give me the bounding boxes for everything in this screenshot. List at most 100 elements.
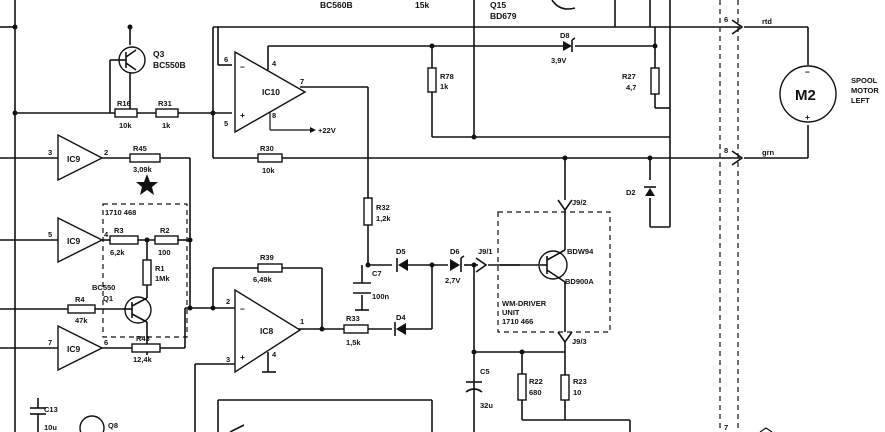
connector-pin8-label: 8 xyxy=(724,146,728,155)
q3-type: BC550B xyxy=(153,60,186,70)
r32-resistor xyxy=(363,197,373,226)
r4-name: R4 xyxy=(75,295,85,304)
ic9c-pin7: 7 xyxy=(48,338,52,347)
q8-name: Q8 xyxy=(108,421,118,430)
q8-transistor xyxy=(79,415,105,432)
wm-driver-box xyxy=(497,211,611,333)
r43-name: R43 xyxy=(136,334,150,343)
r33-name: R33 xyxy=(346,314,360,323)
junction-dots xyxy=(12,24,658,355)
ic10-name: IC10 xyxy=(262,87,280,97)
ic8-opamp xyxy=(234,288,302,374)
r39-name: R39 xyxy=(260,253,274,262)
label-q15-name: Q15 xyxy=(490,0,506,10)
r45-name: R45 xyxy=(133,144,147,153)
r78-resistor xyxy=(427,67,437,93)
motor-minus: − xyxy=(805,67,810,77)
d8-zener xyxy=(563,37,576,52)
c5-name: C5 xyxy=(480,367,490,376)
r4-value: 47k xyxy=(75,316,88,325)
r16-value: 10k xyxy=(119,121,132,130)
r3-resistor xyxy=(109,235,139,245)
star-icon xyxy=(136,174,158,195)
q15-partial-symbol xyxy=(551,0,576,10)
motor-name: M2 xyxy=(795,87,816,104)
bdw94-transistor xyxy=(500,249,568,283)
r31-value: 1k xyxy=(162,121,171,130)
r3-name: R3 xyxy=(114,226,124,235)
d4-name: D4 xyxy=(396,313,406,322)
c5-capacitor xyxy=(465,381,483,393)
d8-value: 3,9V xyxy=(551,56,566,65)
supply-22v: +22V xyxy=(318,126,336,135)
r27-name: R27 xyxy=(622,72,636,81)
r45-resistor xyxy=(129,153,161,163)
r16-resistor xyxy=(114,108,138,118)
bdw-type1: BDW94 xyxy=(567,247,594,256)
r32-name: R32 xyxy=(376,203,390,212)
connector-j9-3-label: J9/3 xyxy=(572,337,587,346)
motor-plus: + xyxy=(805,112,810,122)
r1-value: 1Mk xyxy=(155,274,170,283)
motor-label-spool: SPOOL xyxy=(851,76,878,85)
r1-name: R1 xyxy=(155,264,165,273)
ic8-plus: + xyxy=(240,352,245,362)
q3-transistor xyxy=(109,46,146,113)
wm-driver-line3: 1710 466 xyxy=(502,317,533,326)
r27-value: 4,7 xyxy=(626,83,636,92)
ic8-pin3: 3 xyxy=(226,355,230,364)
ic10-opamp xyxy=(234,50,307,134)
ic9c-name: IC9 xyxy=(67,344,81,354)
wire-grn-label: grn xyxy=(762,148,775,157)
r30-value: 10k xyxy=(262,166,275,175)
r45-value: 3,09k xyxy=(133,165,153,174)
ic10-pin6: 6 xyxy=(224,55,228,64)
unit-1710-468-label: 1710 468 xyxy=(105,208,136,217)
r22-name: R22 xyxy=(529,377,543,386)
ic10-plus: + xyxy=(240,110,245,120)
arrow-22v-icon xyxy=(310,127,316,133)
ic8-pin4: 4 xyxy=(272,350,277,359)
connector-pin7 xyxy=(759,427,773,432)
connector-j9-3 xyxy=(557,331,573,344)
r33-value: 1,5k xyxy=(346,338,361,347)
r43-value: 12,4k xyxy=(133,355,153,364)
q1-transistor xyxy=(122,296,152,324)
c7-name: C7 xyxy=(372,269,382,278)
ic9a-buffer xyxy=(57,133,104,182)
c13-capacitor xyxy=(30,398,46,432)
connector-pin6-label: 6 xyxy=(724,15,728,24)
r4-resistor xyxy=(67,304,96,314)
d2-name: D2 xyxy=(626,188,636,197)
ic8-pin2: 2 xyxy=(226,297,230,306)
r27-resistor xyxy=(650,67,660,95)
d5-diode xyxy=(396,258,408,272)
r30-name: R30 xyxy=(260,144,274,153)
c13-value: 10u xyxy=(44,423,57,432)
r2-value: 100 xyxy=(158,248,171,257)
r39-value: 6,49k xyxy=(253,275,273,284)
connector-j9-1 xyxy=(475,257,488,273)
d6-value: 2,7V xyxy=(445,276,460,285)
r32-value: 1,2k xyxy=(376,214,391,223)
ic9b-pin5: 5 xyxy=(48,230,52,239)
d6-zener xyxy=(450,255,465,272)
d8-name: D8 xyxy=(560,31,570,40)
r33-resistor xyxy=(343,324,369,334)
r31-name: R31 xyxy=(158,99,172,108)
ic9b-pin4: 4 xyxy=(104,230,109,239)
r23-value: 10 xyxy=(573,388,581,397)
label-q15-type: BD679 xyxy=(490,11,517,21)
c13-name: C13 xyxy=(44,405,58,414)
r2-resistor xyxy=(154,235,179,245)
q1-name: Q1 xyxy=(103,294,113,303)
wires xyxy=(0,0,809,432)
r1-resistor xyxy=(142,259,152,286)
ic9b-name: IC9 xyxy=(67,236,81,246)
r39-resistor xyxy=(257,263,283,273)
motor-m2 xyxy=(779,65,837,123)
c7-value: 100n xyxy=(372,292,390,301)
connector-j9-2-label: J9/2 xyxy=(572,198,587,207)
